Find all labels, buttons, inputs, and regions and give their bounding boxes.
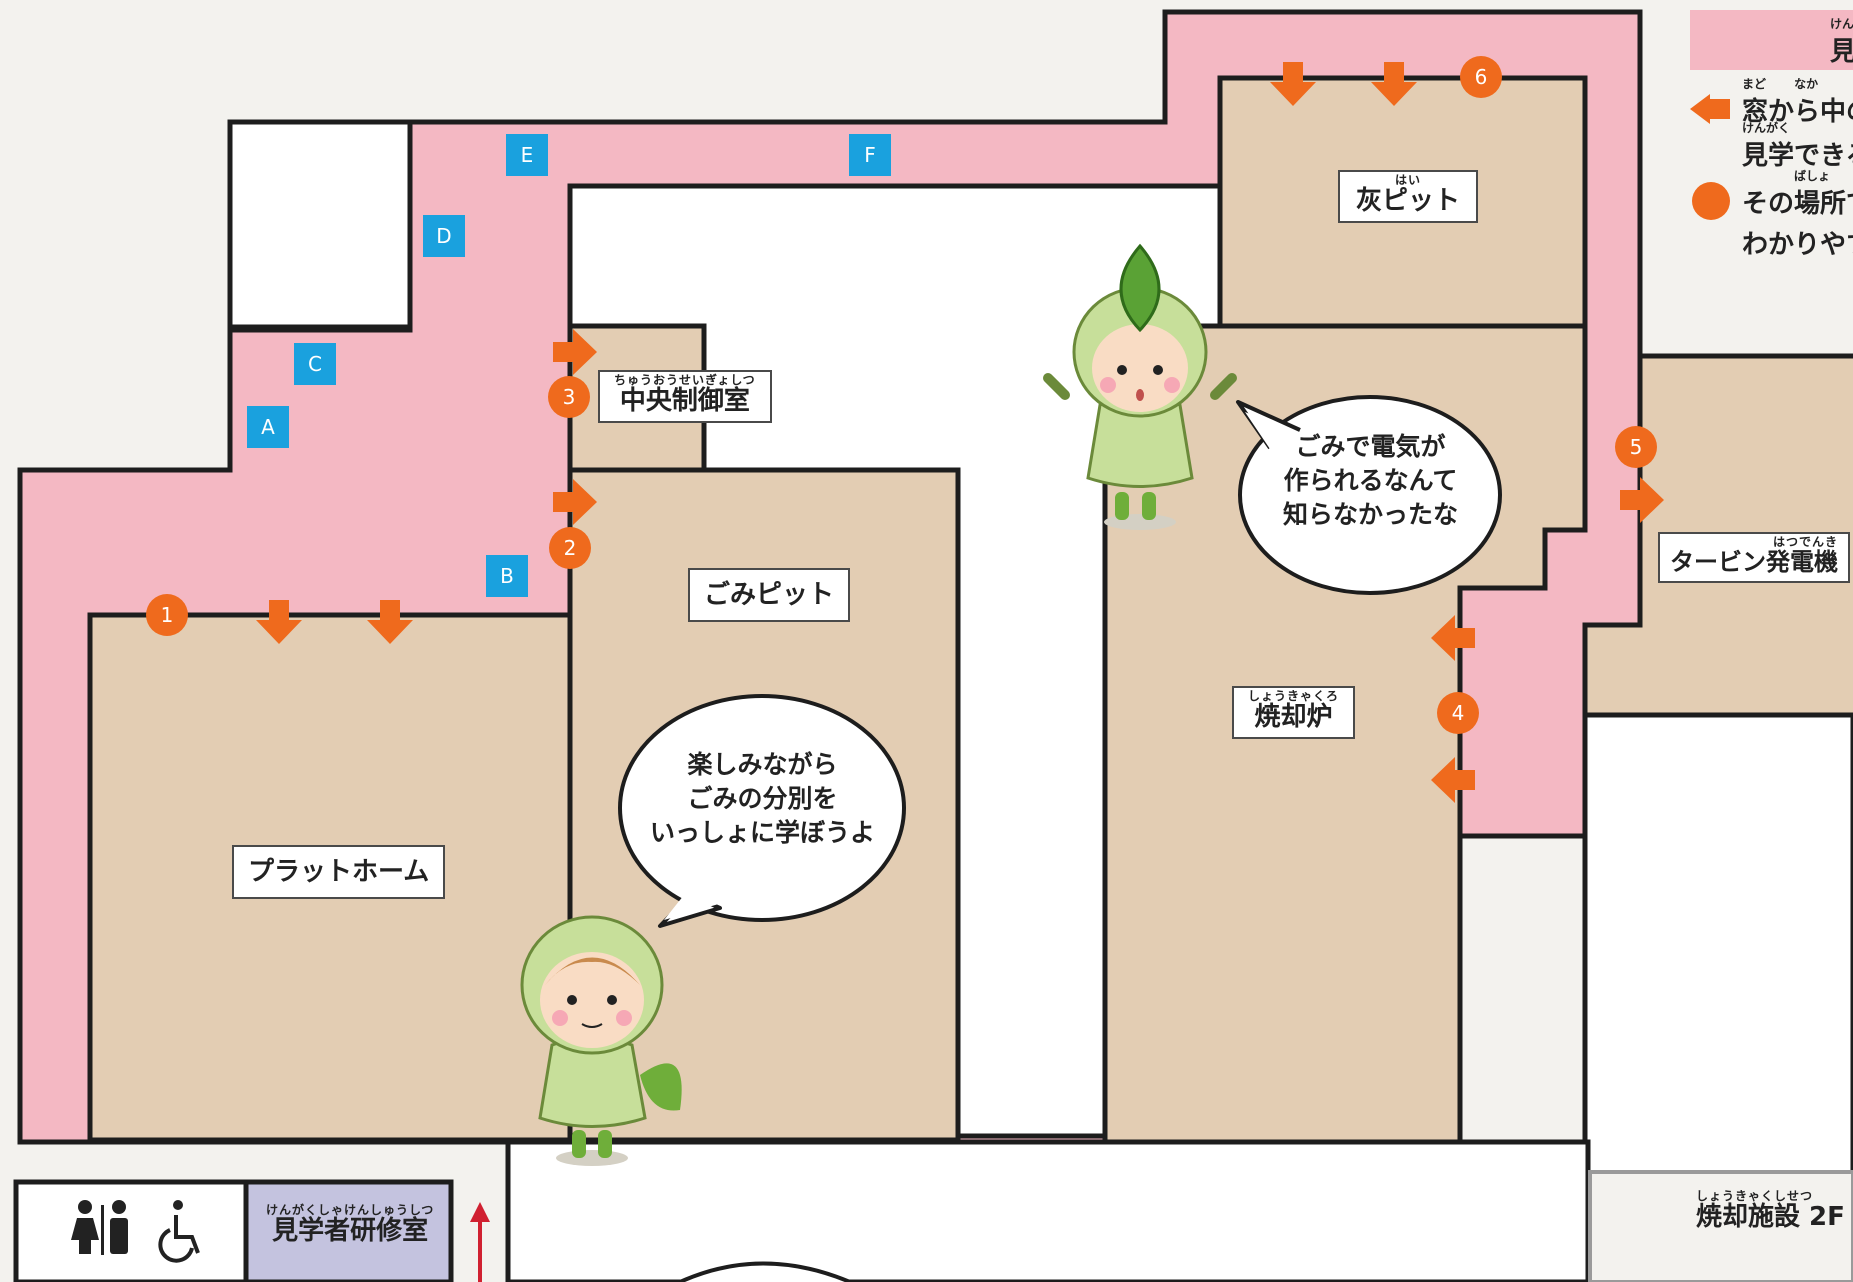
legend-arrow-icon	[1690, 94, 1730, 124]
platform-label: プラットホーム	[232, 845, 446, 899]
ash-pit-label: はい 灰ピット	[1338, 170, 1479, 224]
incinerator-label: しょうきゃくろ 焼却炉	[1232, 686, 1356, 740]
legend-dot-text-2: わかりやす	[1742, 230, 1853, 260]
view-arrow-incinerator-1	[1431, 615, 1475, 661]
white-bottom-right	[1588, 1170, 1853, 1282]
stop-marker-1: 1	[146, 594, 188, 636]
boy-bubble-text: ごみで電気が 作られるなんて 知らなかったな	[1282, 432, 1458, 529]
view-arrow-ashpit-2	[1371, 62, 1417, 106]
restroom-box	[13, 1179, 249, 1282]
view-arrow-platform-2	[367, 600, 413, 644]
white-room-upper-left	[227, 119, 413, 330]
point-marker-b: B	[486, 555, 528, 597]
legend-arrow-text-1: まど なか 窓から中の	[1742, 77, 1853, 128]
view-arrow-platform-1	[256, 600, 302, 644]
garbage-pit-label: ごみピット	[688, 568, 851, 622]
girl-mascot	[520, 915, 682, 1166]
legend-dot-icon	[1692, 182, 1730, 220]
white-area-right	[1582, 712, 1853, 1183]
stop-marker-6: 6	[1460, 56, 1502, 98]
boy-speech-bubble	[1236, 395, 1502, 595]
point-marker-e: E	[506, 134, 548, 176]
legend-dot-text-1: ばしょ その場所で	[1742, 169, 1853, 220]
stop-marker-4: 4	[1437, 692, 1479, 734]
entry-arrow	[470, 1202, 490, 1282]
view-arrow-ashpit-1	[1270, 62, 1316, 106]
boy-mascot	[1043, 243, 1237, 530]
stop-marker-3: 3	[548, 376, 590, 418]
view-arrow-incinerator-2	[1431, 757, 1475, 803]
point-marker-a: A	[247, 406, 289, 448]
point-marker-d: D	[423, 215, 465, 257]
stop-marker-5: 5	[1615, 426, 1657, 468]
training-room	[243, 1179, 454, 1282]
girl-speech-bubble	[618, 694, 906, 928]
point-marker-c: C	[294, 343, 336, 385]
wheelchair-icon	[158, 1200, 200, 1263]
point-marker-f: F	[849, 134, 891, 176]
legend-arrow-text-2: けんがく 見学できる	[1742, 121, 1853, 172]
restroom-icon	[71, 1200, 128, 1255]
bottom-bubble-fragment	[679, 1261, 851, 1282]
turbine-label: はつでんき タービン発電機	[1658, 532, 1850, 583]
view-arrow-turbine	[1620, 477, 1664, 523]
viewing-arrows	[256, 62, 1664, 803]
training-room-label: けんがくしゃけんしゅうしつ 見学者研修室	[266, 1203, 435, 1247]
girl-bubble-text: 楽しみながら ごみの分別を いっしょに学ぼうよ	[649, 750, 875, 847]
facility-label: しょうきゃくしせつ 焼却施設 2F	[1696, 1189, 1845, 1233]
white-area-bottom	[505, 1139, 1591, 1282]
legend-header: けん 見	[1690, 10, 1853, 70]
stop-marker-2: 2	[549, 527, 591, 569]
view-arrow-control	[553, 329, 597, 375]
control-room-label: ちゅうおうせいぎょしつ 中央制御室	[598, 370, 772, 424]
view-arrow-garbage	[553, 479, 597, 525]
